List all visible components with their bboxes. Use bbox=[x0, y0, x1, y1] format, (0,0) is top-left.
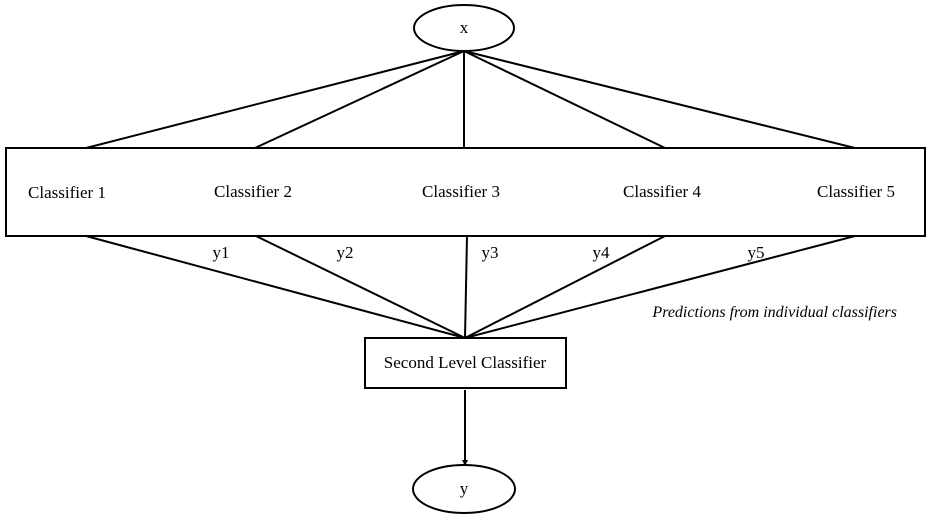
edge-label-y4: y4 bbox=[593, 243, 611, 262]
edge-label-y1: y1 bbox=[213, 243, 230, 262]
predictions-annotation: Predictions from individual classifiers bbox=[651, 304, 897, 321]
classifier-2-label: Classifier 2 bbox=[214, 182, 292, 201]
second-level-classifier-label: Second Level Classifier bbox=[384, 353, 547, 372]
edge-classifier-1-to-second-level bbox=[85, 235, 466, 339]
classifier-row-box bbox=[5, 147, 926, 237]
classifier-3-label: Classifier 3 bbox=[422, 182, 500, 201]
output-node-label: y bbox=[460, 479, 469, 498]
input-node-label: x bbox=[460, 18, 469, 37]
edge-x-to-classifier-5 bbox=[463, 50, 856, 149]
edge-classifier-5-to-second-level bbox=[464, 235, 856, 339]
output-node bbox=[412, 464, 516, 514]
edge-x-to-classifier-1 bbox=[85, 50, 465, 149]
classifier-1-label: Classifier 1 bbox=[28, 183, 106, 202]
classifier-5-label: Classifier 5 bbox=[817, 182, 895, 201]
edge-label-y5: y5 bbox=[748, 243, 765, 262]
prediction-edges bbox=[85, 235, 856, 339]
edge-classifier-4-to-second-level bbox=[464, 235, 666, 339]
edge-x-to-classifier-4 bbox=[463, 50, 666, 149]
edge-classifier-2-to-second-level bbox=[255, 235, 466, 339]
edge-label-y2: y2 bbox=[337, 243, 354, 262]
edge-x-to-classifier-2 bbox=[254, 50, 465, 149]
arrowhead bbox=[462, 460, 468, 466]
classifier-4-label: Classifier 4 bbox=[623, 182, 701, 201]
input-node bbox=[413, 4, 515, 52]
second-level-classifier-box bbox=[364, 337, 567, 389]
edge-label-y3: y3 bbox=[482, 243, 499, 262]
input-edges bbox=[85, 50, 856, 149]
edge-classifier-3-to-second-level bbox=[464, 235, 468, 339]
